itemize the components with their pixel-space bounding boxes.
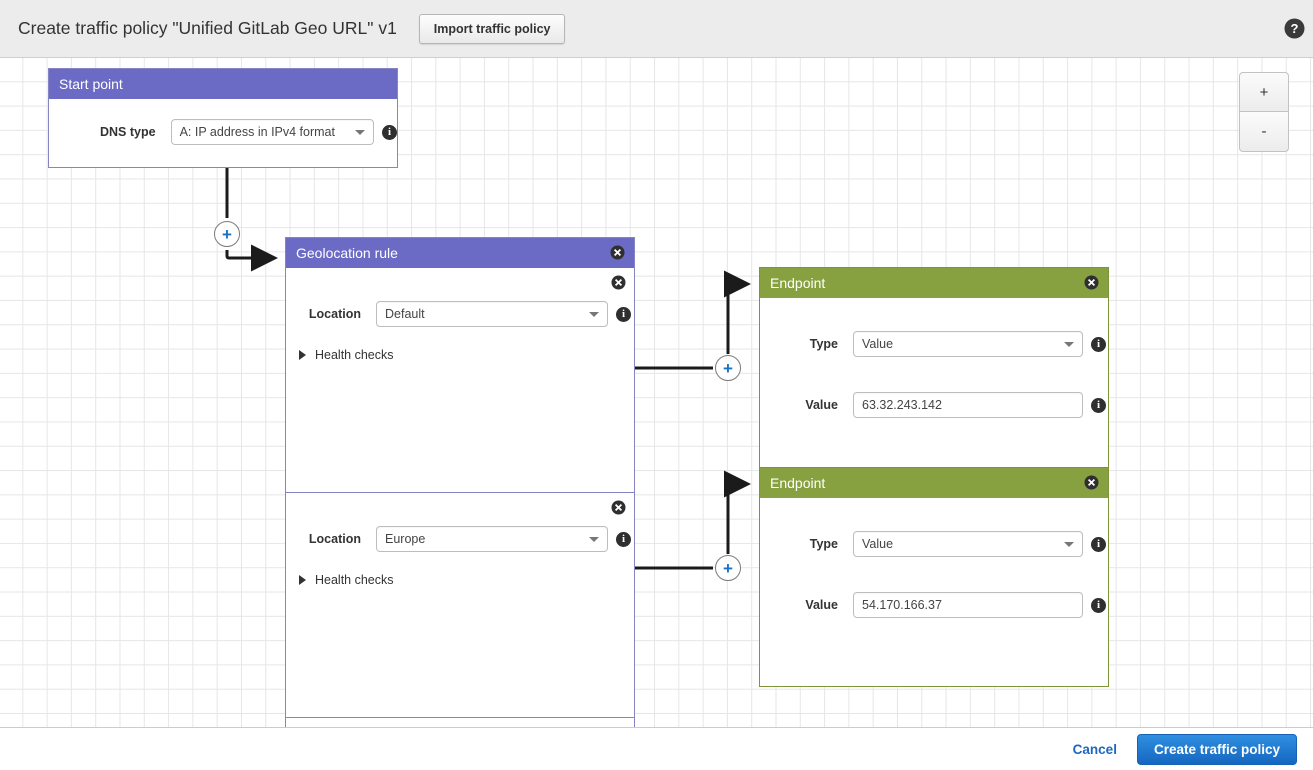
endpoint-1-value-row: Value 54.170.166.37 i	[760, 592, 1108, 618]
geo-location-section-1: Location Europe i Health checks	[286, 493, 634, 717]
chevron-down-icon	[1064, 542, 1074, 547]
geo-location-1-close-circle-icon[interactable]	[611, 500, 626, 515]
endpoint-0-type-row: Type Value i	[760, 331, 1108, 357]
start-point-body: DNS type A: IP address in IPv4 format i	[49, 99, 397, 168]
endpoint-0-value-text: 63.32.243.142	[862, 398, 942, 412]
connector-plus-label: +	[723, 558, 733, 578]
endpoint-0-value-info-icon[interactable]: i	[1091, 397, 1106, 413]
page-title: Create traffic policy "Unified GitLab Ge…	[18, 18, 397, 38]
endpoint-0-type-select[interactable]: Value	[853, 331, 1083, 357]
start-point-title: Start point	[59, 76, 123, 92]
connector-plus-label: +	[723, 358, 733, 378]
dns-type-select[interactable]: A: IP address in IPv4 format	[170, 119, 374, 145]
connector-plus-start-to-rule[interactable]: +	[214, 221, 240, 247]
dns-type-label: DNS type	[100, 125, 156, 139]
chevron-down-icon	[355, 130, 365, 135]
help-circle-icon[interactable]: ?	[1284, 18, 1305, 39]
zoom-out-button[interactable]: -	[1239, 112, 1289, 152]
import-traffic-policy-button[interactable]: Import traffic policy	[418, 13, 566, 44]
connector-plus-default-to-endpoint[interactable]: +	[715, 355, 741, 381]
endpoint-1-value-text: 54.170.166.37	[862, 598, 942, 612]
create-traffic-policy-button[interactable]: Create traffic policy	[1136, 733, 1297, 765]
endpoint-0-type-label: Type	[809, 337, 838, 351]
endpoint-1-type-value: Value	[862, 537, 894, 551]
dns-type-row: DNS type A: IP address in IPv4 format i	[49, 119, 397, 145]
geo-location-1-label: Location	[308, 532, 361, 546]
endpoint-0-header: Endpoint	[760, 268, 1108, 298]
endpoint-node-1[interactable]: Endpoint Type Value i	[759, 467, 1109, 687]
endpoint-node-0[interactable]: Endpoint Type Value i	[759, 267, 1109, 487]
geo-location-1-select[interactable]: Europe	[376, 526, 608, 552]
canvas-zoom-controls: + -	[1239, 72, 1289, 152]
geo-location-0-health-checks[interactable]: Health checks	[299, 348, 394, 362]
endpoint-1-type-label: Type	[809, 537, 838, 551]
zoom-in-button[interactable]: +	[1239, 72, 1289, 112]
geo-location-1-value: Europe	[385, 532, 426, 546]
geo-location-0-health-checks-label: Health checks	[315, 348, 394, 362]
connector-plus-europe-to-endpoint[interactable]: +	[715, 555, 741, 581]
endpoint-1-value-info-icon[interactable]: i	[1091, 597, 1106, 613]
geo-location-1-health-checks[interactable]: Health checks	[299, 573, 394, 587]
add-another-geo-location-button[interactable]: + Add another geo location	[286, 717, 634, 727]
geo-location-1-row: Location Europe i	[286, 526, 634, 552]
chevron-down-icon	[589, 537, 599, 542]
endpoint-1-value-input[interactable]: 54.170.166.37	[853, 592, 1083, 618]
geo-location-0-select[interactable]: Default	[376, 301, 608, 327]
geo-location-0-close-circle-icon[interactable]	[611, 275, 626, 290]
endpoint-1-title: Endpoint	[770, 475, 826, 491]
connector-lines	[225, 168, 751, 570]
endpoint-0-value-row: Value 63.32.243.142 i	[760, 392, 1108, 418]
geo-location-divider	[286, 492, 634, 493]
endpoint-1-type-info-icon[interactable]: i	[1091, 536, 1106, 552]
svg-text:?: ?	[1291, 21, 1299, 36]
endpoint-1-type-row: Type Value i	[760, 531, 1108, 557]
start-point-header: Start point	[49, 69, 397, 99]
geolocation-rule-header: Geolocation rule	[286, 238, 634, 268]
geo-location-0-label: Location	[308, 307, 361, 321]
geo-location-0-row: Location Default i	[286, 301, 634, 327]
geo-location-0-value: Default	[385, 307, 425, 321]
geolocation-rule-node[interactable]: Geolocation rule Location	[285, 237, 635, 727]
dns-type-info-icon[interactable]: i	[382, 124, 397, 140]
endpoint-0-value-input[interactable]: 63.32.243.142	[853, 392, 1083, 418]
endpoint-1-header: Endpoint	[760, 468, 1108, 498]
endpoint-0-type-info-icon[interactable]: i	[1091, 336, 1106, 352]
endpoint-1-type-select[interactable]: Value	[853, 531, 1083, 557]
geo-location-1-info-icon[interactable]: i	[616, 531, 631, 547]
endpoint-0-value-label: Value	[805, 398, 838, 412]
cancel-button[interactable]: Cancel	[1072, 741, 1117, 757]
endpoint-1-value-label: Value	[805, 598, 838, 612]
endpoint-1-body: Type Value i Value 54.170.166.37 i	[760, 498, 1108, 687]
chevron-right-icon	[299, 575, 306, 585]
endpoint-1-close-circle-icon[interactable]	[1084, 475, 1099, 490]
endpoint-0-type-value: Value	[862, 337, 894, 351]
chevron-down-icon	[589, 312, 599, 317]
geolocation-rule-title: Geolocation rule	[296, 245, 398, 261]
start-point-node[interactable]: Start point DNS type A: IP address in IP…	[48, 68, 398, 168]
chevron-down-icon	[1064, 342, 1074, 347]
endpoint-0-close-circle-icon[interactable]	[1084, 275, 1099, 290]
endpoint-0-body: Type Value i Value 63.32.243.142 i	[760, 298, 1108, 487]
geo-location-0-info-icon[interactable]: i	[616, 306, 631, 322]
endpoint-0-title: Endpoint	[770, 275, 826, 291]
form-footer: Cancel Create traffic policy	[0, 727, 1313, 770]
geo-location-1-health-checks-label: Health checks	[315, 573, 394, 587]
dns-type-value: A: IP address in IPv4 format	[179, 125, 335, 139]
app-header: Create traffic policy "Unified GitLab Ge…	[0, 0, 1313, 58]
geo-location-section-0: Location Default i Health checks	[286, 268, 634, 492]
geolocation-rule-close-circle-icon[interactable]	[610, 245, 625, 260]
connector-plus-label: +	[222, 224, 232, 244]
chevron-right-icon	[299, 350, 306, 360]
policy-canvas[interactable]: Start point DNS type A: IP address in IP…	[0, 58, 1313, 727]
